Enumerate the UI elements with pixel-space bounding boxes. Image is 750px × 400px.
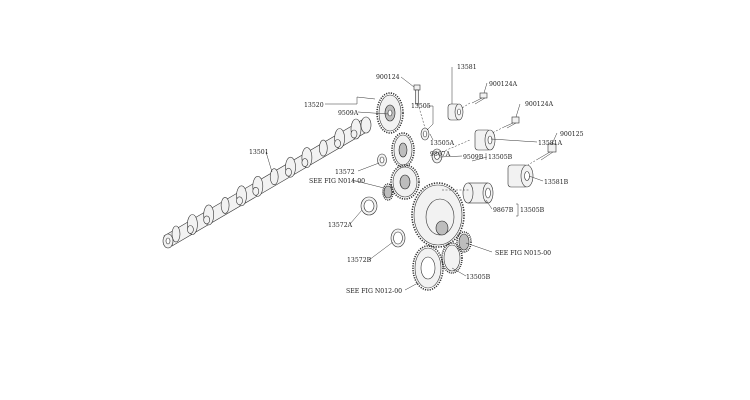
camshaft-journal: [171, 225, 181, 243]
label-13520: 13520: [304, 102, 324, 109]
camshaft-lobe-tip: [252, 187, 260, 196]
label-900124A-1: 900124A: [489, 81, 518, 88]
label-13572B: 13572B: [347, 257, 372, 264]
camshaft-gear-13520: [376, 92, 404, 134]
label-9509B: 9509B: [463, 154, 484, 161]
lower-gear: [412, 242, 463, 291]
camshaft-lobe-tip: [301, 158, 309, 167]
bolt-900124A-upper: [471, 92, 488, 105]
camshaft-lobe-tip: [203, 215, 210, 225]
bolt-900124A-lower: [503, 116, 520, 129]
camshaft-lobe-tip: [236, 196, 243, 206]
hub-13581A: [474, 129, 496, 151]
label-900125: 900125: [560, 131, 584, 138]
idler-gear-middle: [382, 164, 420, 201]
camshaft-journal: [318, 139, 328, 157]
spacer-9867B: [462, 182, 494, 204]
camshaft-lobes: [171, 118, 362, 243]
label-13581B: 13581B: [544, 179, 569, 186]
label-13505A: 13505A: [430, 140, 455, 147]
label-9867A: 9867A: [430, 151, 451, 158]
part-labels: 900124 13581 900124A 900124A 13520 9509A…: [249, 64, 584, 295]
bolt-900124: [413, 84, 421, 105]
hub-13581B: [507, 164, 534, 188]
camshaft-journal: [220, 197, 230, 214]
label-13501: 13501: [249, 149, 269, 156]
camshaft-lobe-tip: [334, 139, 341, 148]
label-13572: 13572: [335, 169, 355, 176]
label-13505B-3: 13505B: [466, 274, 491, 281]
label-9509A: 9509A: [338, 110, 359, 117]
label-see-fig-n014: SEE FIG N014-00: [309, 178, 365, 185]
label-13505B-2: 13505B: [520, 207, 545, 214]
label-13581: 13581: [457, 64, 477, 71]
leader-lines: [265, 67, 558, 291]
label-9867B: 9867B: [493, 207, 514, 214]
label-13572A: 13572A: [328, 222, 353, 229]
label-see-fig-n015: SEE FIG N015-00: [495, 250, 551, 257]
label-13581A: 13581A: [538, 140, 563, 147]
idler-gear-upper: [391, 132, 415, 168]
label-13505: 13505: [411, 103, 431, 110]
spacer-9867A: [431, 148, 443, 164]
camshaft-lobe-tip: [285, 167, 292, 177]
camshaft-journal: [269, 168, 279, 185]
large-gear-13505B: [411, 182, 472, 253]
label-900124A-2: 900124A: [525, 101, 554, 108]
camshaft-lobe-tip: [187, 225, 194, 234]
label-see-fig-n012: SEE FIG N012-00: [346, 288, 402, 295]
label-900124: 900124: [376, 74, 400, 81]
axis-lines: [417, 102, 539, 191]
camshaft-lobe-tip: [350, 129, 358, 139]
hub-13581: [447, 103, 464, 121]
label-13505B-1: 13505B: [488, 154, 513, 161]
camshaft: [162, 116, 372, 249]
